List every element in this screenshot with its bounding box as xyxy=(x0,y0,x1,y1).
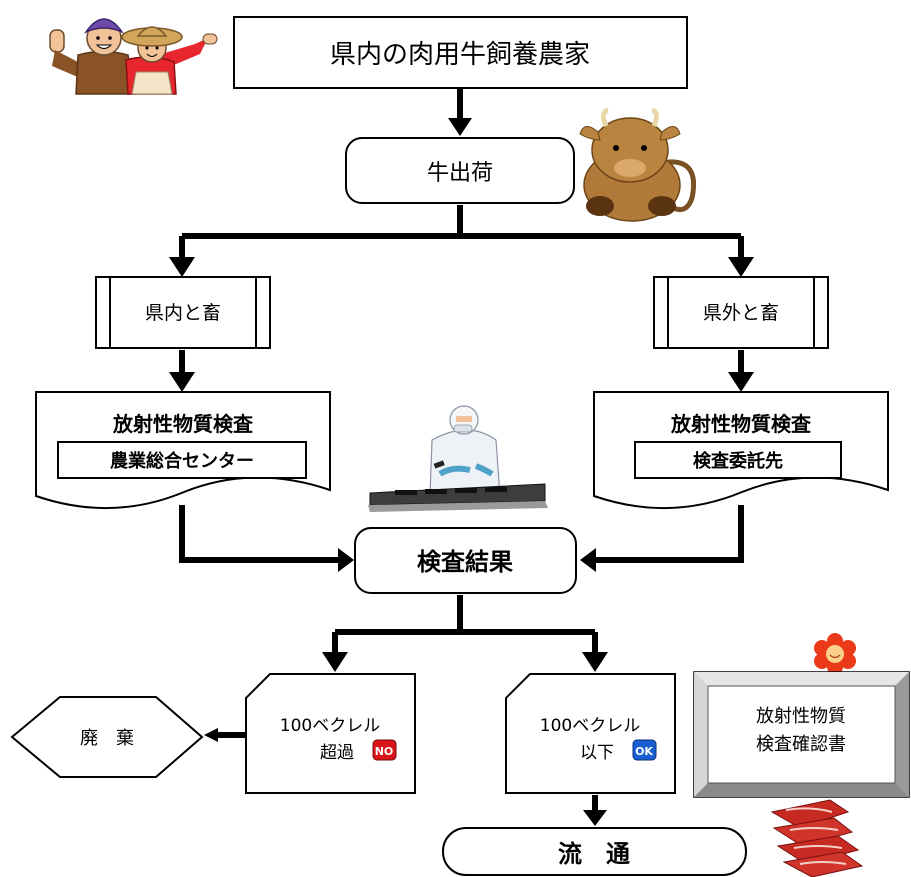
under-line2: 以下 xyxy=(580,743,614,763)
under-line1: 100ベクレル xyxy=(540,716,640,736)
dispose-label: 廃 棄 xyxy=(80,728,134,749)
result-box: 検査結果 xyxy=(354,527,577,594)
no-badge-icon xyxy=(372,739,397,761)
arrowheads xyxy=(169,118,754,826)
over-line1: 100ベクレル xyxy=(280,716,380,736)
over-limit-card: 100ベクレル 超過 NO xyxy=(245,673,416,794)
farmers-icon xyxy=(49,18,218,95)
distribution-label: 流 通 xyxy=(558,840,630,868)
dispose-diamond: 廃 棄 xyxy=(10,696,204,778)
certificate-badge-icon xyxy=(814,633,856,675)
under-limit-card: 100ベクレル 以下 OK xyxy=(505,673,676,794)
lab-worker-icon xyxy=(368,405,548,512)
no-badge-label: NO xyxy=(375,745,394,758)
inspection-left-title: 放射性物質検査 xyxy=(112,412,253,436)
farm-box-label: 県内の肉用牛飼養農家 xyxy=(330,40,590,70)
ship-box-label: 牛出荷 xyxy=(427,161,493,186)
ship-box: 牛出荷 xyxy=(345,137,575,204)
certificate-box: 放射性物質 検査確認書 xyxy=(693,671,910,798)
inspection-left-sub: 農業総合センター xyxy=(110,450,254,472)
inspection-right-sub: 検査委託先 xyxy=(693,450,783,472)
result-box-label: 検査結果 xyxy=(417,548,513,576)
distribution-terminator: 流 通 xyxy=(442,827,747,876)
slaughter-out-box: 県外と畜 xyxy=(653,276,829,349)
cow-icon xyxy=(579,107,696,222)
connectors xyxy=(179,88,744,810)
farm-box: 県内の肉用牛飼養農家 xyxy=(233,16,688,89)
inspection-right-doc: 放射性物質検査 検査委託先 xyxy=(593,391,889,510)
over-line2: 超過 xyxy=(320,743,354,763)
slaughter-in-label: 県内と畜 xyxy=(145,302,221,324)
inspection-left-doc: 放射性物質検査 農業総合センター xyxy=(35,391,331,510)
certificate-line1: 放射性物質 xyxy=(756,706,846,727)
certificate-line2: 検査確認書 xyxy=(756,734,846,755)
slaughter-out-label: 県外と畜 xyxy=(703,302,779,324)
beef-icon xyxy=(770,799,864,877)
inspection-right-title: 放射性物質検査 xyxy=(670,412,811,436)
slaughter-in-box: 県内と畜 xyxy=(95,276,271,349)
ok-badge-label: OK xyxy=(635,745,653,758)
ok-badge-icon xyxy=(632,739,657,761)
